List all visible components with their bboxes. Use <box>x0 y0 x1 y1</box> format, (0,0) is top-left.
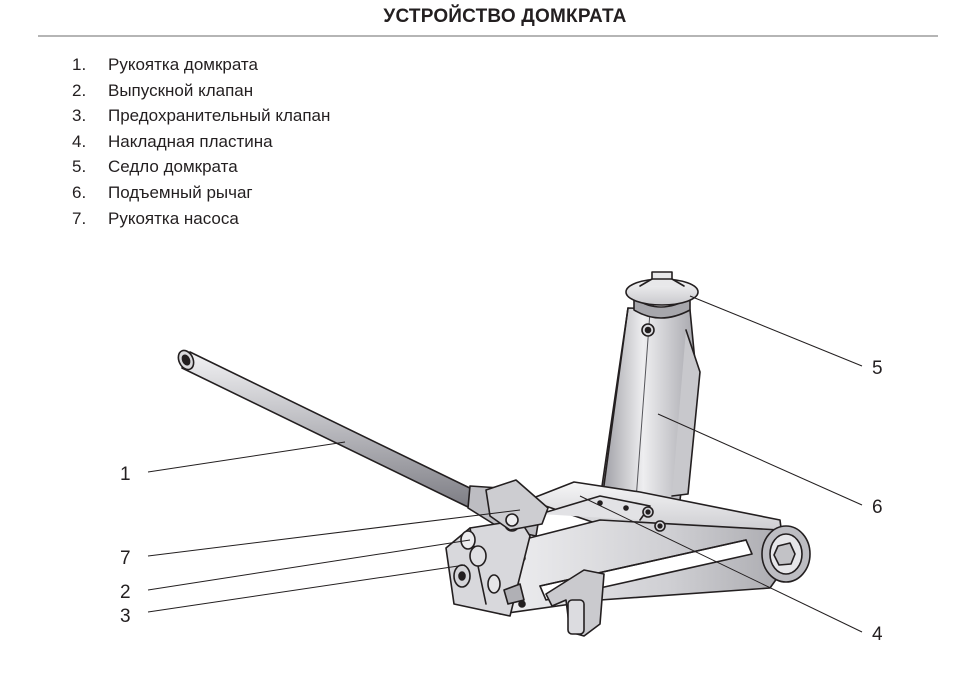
legend-item: 6. Подъемный рычаг <box>72 180 330 206</box>
legend-label: Накладная пластина <box>108 131 273 151</box>
legend-label: Выпускной клапан <box>108 80 254 100</box>
legend-label: Рукоятка домкрата <box>108 55 258 74</box>
leader-line-6 <box>657 413 863 506</box>
legend-item: 2. Выпускной клапан <box>72 78 330 104</box>
leader-lines <box>147 295 863 633</box>
parts-legend: 1. Рукоятка домкрата 2. Выпускной клапан 3… <box>72 52 330 231</box>
legend-label: Рукоятка насоса <box>108 208 239 228</box>
leader-line-4 <box>579 495 863 633</box>
pump-block <box>445 516 531 617</box>
callout-7: 7 <box>120 548 131 569</box>
legend-number: 1. <box>72 55 87 74</box>
jack-handle <box>177 349 541 537</box>
legend-number: 5. <box>72 157 87 177</box>
legend-label: Подъемный рычаг <box>108 182 253 202</box>
legend-number: 6. <box>72 182 87 202</box>
lifting-arm <box>599 307 701 505</box>
leader-line-5 <box>689 295 863 367</box>
legend-item: 1. Рукоятка домкрата <box>72 52 330 78</box>
legend-number: 2. <box>72 80 87 100</box>
legend-item: 5. Седло домкрата <box>72 154 330 180</box>
title-divider <box>38 35 938 37</box>
rear-caster <box>545 569 605 637</box>
legend-item: 3. Предохранительный клапан <box>72 103 330 129</box>
legend-number: 3. <box>72 106 87 126</box>
legend-item: 7. Рукоятка насоса <box>72 206 330 232</box>
callout-3: 3 <box>120 606 131 627</box>
legend-number: 7. <box>72 208 87 228</box>
legend-label: Предохранительный клапан <box>108 106 331 126</box>
pump-handle-socket <box>485 479 549 531</box>
leader-line-7 <box>147 509 521 557</box>
jack-saddle <box>625 271 699 319</box>
legend-item: 4. Накладная пластина <box>72 129 330 155</box>
legend-label: Седло домкрата <box>108 157 238 177</box>
leader-line-3 <box>147 564 466 613</box>
callout-6: 6 <box>872 497 883 518</box>
callout-1: 1 <box>120 464 131 485</box>
callout-5: 5 <box>872 358 883 379</box>
front-wheel <box>761 525 811 583</box>
leader-line-1 <box>147 441 346 473</box>
page-title: УСТРОЙСТВО ДОМКРАТА <box>383 6 627 27</box>
callout-4: 4 <box>872 624 883 645</box>
legend-number: 4. <box>72 131 87 151</box>
leader-line-2 <box>147 539 471 591</box>
callout-2: 2 <box>120 582 131 603</box>
